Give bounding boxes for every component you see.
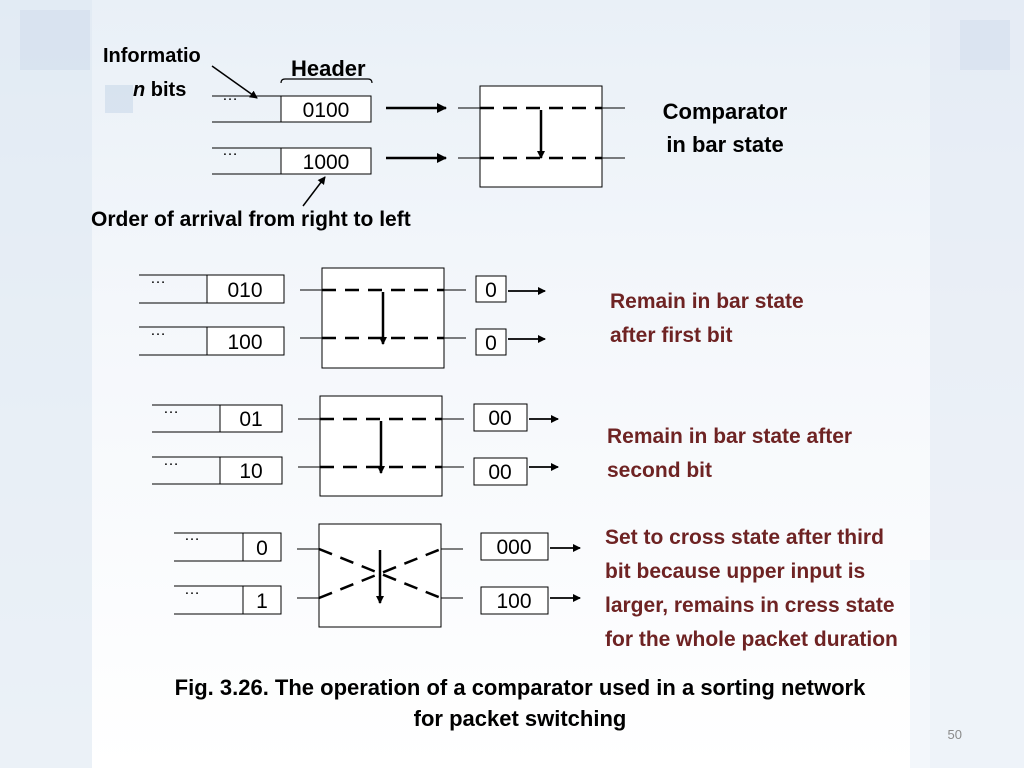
- output-bits: 0: [485, 332, 497, 355]
- output-bits: 00: [488, 407, 511, 430]
- stage-note-line4: for the whole packet duration: [605, 628, 898, 651]
- packet-header-bits: 10: [239, 460, 262, 483]
- bg-square: [105, 85, 133, 113]
- packet-header-box: [280, 147, 372, 175]
- stage-note-line2: after first bit: [610, 324, 733, 347]
- comparator-label-line2: in bar state: [666, 132, 783, 157]
- stage-note: Set to cross state after third: [605, 526, 884, 549]
- bg-square: [960, 20, 1010, 70]
- packet-header-bits: 0: [256, 537, 268, 560]
- output-bits: 00: [488, 461, 511, 484]
- output-bits-box: [475, 275, 507, 303]
- output-bits: 0: [485, 279, 497, 302]
- packet-header-bits: 100: [227, 331, 262, 354]
- stage-note-line2: bit because upper input is: [605, 560, 865, 583]
- packet-header-bits: 1: [256, 590, 268, 613]
- ellipsis: …: [150, 322, 166, 339]
- packet-header-box: [219, 404, 283, 433]
- stage-note: Remain in bar state: [610, 290, 804, 313]
- packet-header-box: [206, 326, 285, 356]
- stage-note-line3: larger, remains in cress state: [605, 594, 895, 617]
- slide-number: 50: [948, 727, 962, 742]
- packet-header-bits: 1000: [303, 151, 350, 174]
- output-bits-box: [475, 328, 507, 356]
- stage-2: … 01 … 10 00 00 Remain in bar state afte…: [152, 395, 852, 497]
- info-bits-pointer: [211, 65, 258, 99]
- figure-caption-line2: for packet switching: [414, 706, 627, 731]
- stage-note-line2: second bit: [607, 459, 712, 482]
- ellipsis: …: [163, 452, 179, 469]
- order-of-arrival-label: Order of arrival from right to left: [91, 208, 411, 231]
- packet-header-box: [206, 274, 285, 304]
- comparator-label: Comparator: [663, 99, 788, 124]
- stage-0: Informatio n bits Header … 0100 … 1000 O…: [91, 45, 788, 231]
- stage-3: … 0 … 1 000 100 Set to cross state after…: [174, 523, 898, 651]
- packet-header-box: [280, 95, 372, 123]
- bg-square: [0, 0, 92, 768]
- header-label: Header: [291, 56, 366, 81]
- ellipsis: …: [150, 270, 166, 287]
- order-pointer: [302, 176, 326, 207]
- figure-caption: Fig. 3.26. The operation of a comparator…: [175, 675, 866, 700]
- ellipsis: …: [163, 400, 179, 417]
- header-brace: [280, 78, 373, 84]
- stage-1: … 010 … 100 0 0 Remain in bar state afte…: [139, 267, 804, 369]
- bg-square: [20, 10, 90, 70]
- info-bits-label-line2: n bits: [133, 79, 186, 101]
- output-bits-box: [473, 403, 528, 432]
- packet-header-box: [242, 532, 282, 562]
- ellipsis: …: [184, 527, 200, 544]
- output-bits: 000: [496, 536, 531, 559]
- ellipsis: …: [222, 142, 238, 159]
- bg-square: [910, 560, 1024, 768]
- packet-header-box: [219, 456, 283, 485]
- packet-header-bits: 0100: [303, 99, 350, 122]
- packet-header-bits: 01: [239, 408, 262, 431]
- output-bits: 100: [496, 590, 531, 613]
- packet-header-bits: 010: [227, 279, 262, 302]
- info-bits-label: Informatio: [103, 45, 201, 67]
- packet-header-box: [242, 585, 282, 615]
- output-bits-box: [473, 457, 528, 486]
- output-bits-box: [480, 532, 549, 561]
- ellipsis: …: [184, 581, 200, 598]
- output-bits-box: [480, 586, 549, 615]
- stage-note: Remain in bar state after: [607, 425, 852, 448]
